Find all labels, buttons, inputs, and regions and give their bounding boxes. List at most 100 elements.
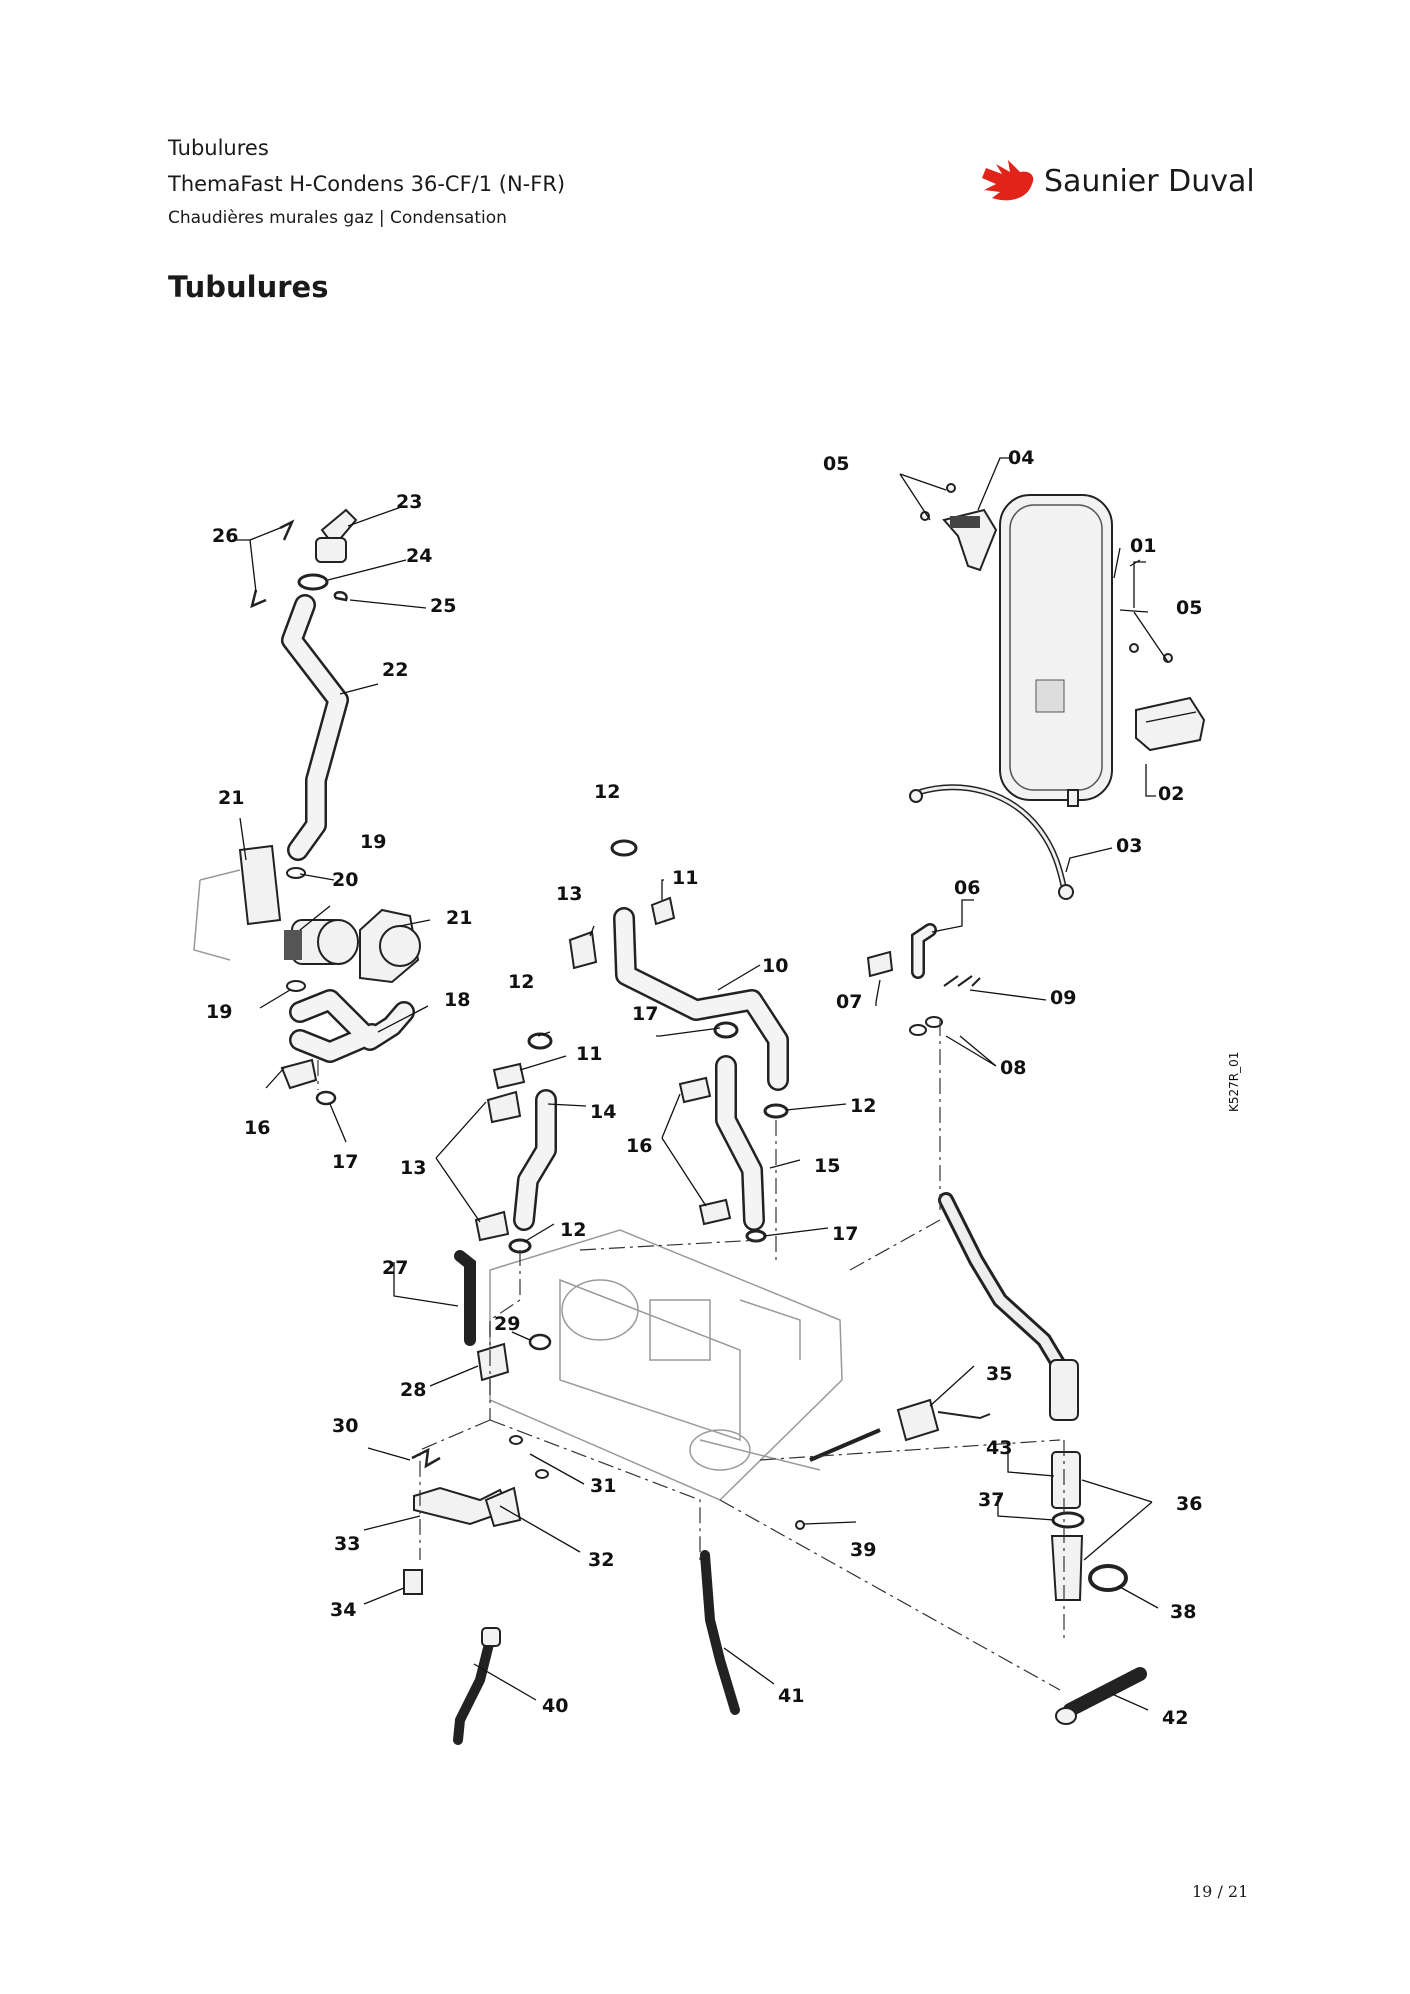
label-01: 01	[1130, 535, 1156, 557]
label-09: 09	[1050, 987, 1076, 1009]
label-17-left: 17	[332, 1151, 358, 1173]
label-12-right: 12	[850, 1095, 876, 1117]
label-37: 37	[978, 1489, 1004, 1511]
o-ring-37	[1051, 1511, 1085, 1529]
o-ring-12-right	[763, 1103, 789, 1119]
label-41: 41	[778, 1685, 804, 1707]
pipe-14-part	[513, 1089, 557, 1231]
label-24: 24	[406, 545, 432, 567]
label-10: 10	[762, 955, 788, 977]
brand-name: Saunier Duval	[1044, 164, 1255, 199]
label-03: 03	[1116, 835, 1142, 857]
label-25: 25	[430, 595, 456, 617]
assembly-dash-lines	[317, 1020, 1065, 1691]
clip-13-mid	[486, 1090, 522, 1124]
clip-30	[411, 1447, 441, 1469]
collar-38	[1088, 1564, 1128, 1592]
label-12-bottom: 12	[560, 1219, 586, 1241]
diagram-reference: K527R_01	[1227, 1052, 1241, 1112]
drain-hose-42-part	[1063, 1667, 1147, 1717]
tube-27-part	[454, 1250, 476, 1346]
clip-16-top	[678, 1076, 712, 1104]
pump-valve-20-part	[284, 919, 359, 965]
label-21-left: 21	[218, 787, 244, 809]
label-20: 20	[332, 869, 358, 891]
label-16-left: 16	[244, 1117, 270, 1139]
o-ring-12-top	[610, 839, 638, 857]
label-23: 23	[396, 491, 422, 513]
clip-11-top	[650, 896, 676, 926]
expansion-vessel-part	[999, 494, 1113, 807]
label-19-left: 19	[206, 1001, 232, 1023]
label-11-mid: 11	[576, 1043, 602, 1065]
label-32: 32	[588, 1549, 614, 1571]
label-30: 30	[332, 1415, 358, 1437]
label-35: 35	[986, 1363, 1012, 1385]
module-35-part	[896, 1398, 940, 1442]
label-15: 15	[814, 1155, 840, 1177]
leader-lines	[232, 457, 1169, 1711]
page-number: 19 / 21	[1192, 1882, 1249, 1901]
condensate-hose-36-part	[938, 1192, 1079, 1421]
drain-hose-41-part	[700, 1550, 740, 1715]
siphon-base-part	[1050, 1535, 1084, 1601]
brand-logo: Saunier Duval	[980, 158, 1260, 208]
pipe-15-part	[715, 1055, 765, 1231]
label-18: 18	[444, 989, 470, 1011]
o-ring-17-left	[315, 1090, 337, 1106]
label-06: 06	[954, 877, 980, 899]
connector-23-part	[315, 508, 358, 563]
label-22: 22	[382, 659, 408, 681]
ring-29	[528, 1333, 552, 1351]
header-title: Tubulures	[168, 136, 269, 160]
drain-hose-40-part	[453, 1635, 495, 1745]
o-ring-17-bottom	[745, 1229, 767, 1243]
label-11-top: 11	[672, 867, 698, 889]
pipe-22-part	[281, 594, 349, 861]
clip-11-mid	[492, 1062, 526, 1090]
label-05-right: 05	[1176, 597, 1202, 619]
label-27: 27	[382, 1257, 408, 1279]
pump-motor-21-part	[359, 908, 421, 984]
part-labels: 01 02 03 04 05 05 06 07 08 09 10 11 11 1…	[206, 447, 1202, 1729]
label-17-mid: 17	[632, 1003, 658, 1025]
probe-35-part	[809, 1428, 881, 1462]
label-26: 26	[212, 525, 238, 547]
seal-31a	[509, 1435, 523, 1445]
o-ring-17-mid	[713, 1021, 739, 1039]
vessel-top-bracket-part	[942, 508, 998, 572]
o-ring-19-top	[286, 867, 306, 879]
label-39: 39	[850, 1539, 876, 1561]
label-14: 14	[590, 1101, 616, 1123]
clip-09	[943, 975, 981, 987]
screw-39-part	[795, 1520, 805, 1530]
o-ring-19-bottom	[286, 980, 306, 992]
header-model: ThemaFast H-Condens 36-CF/1 (N-FR)	[168, 172, 566, 196]
label-12-top: 12	[594, 781, 620, 803]
label-40: 40	[542, 1695, 568, 1717]
section-heading: Tubulures	[168, 270, 329, 304]
label-16-mid: 16	[626, 1135, 652, 1157]
label-36: 36	[1176, 1493, 1202, 1515]
seal-08b	[925, 1016, 943, 1028]
label-04: 04	[1008, 447, 1034, 469]
clip-26	[250, 519, 295, 609]
clip-13-bottom	[474, 1210, 510, 1242]
label-17-bottom: 17	[832, 1223, 858, 1245]
label-33: 33	[334, 1533, 360, 1555]
pipe-10-part	[613, 907, 789, 1091]
label-43: 43	[986, 1437, 1012, 1459]
label-21-right: 21	[446, 907, 472, 929]
label-38: 38	[1170, 1601, 1196, 1623]
bird-logo-icon	[982, 160, 1034, 201]
sensor-28-part	[476, 1342, 510, 1382]
clip-07	[866, 950, 894, 978]
label-02: 02	[1158, 783, 1184, 805]
label-12-mid: 12	[508, 971, 534, 993]
clip-16-bottom	[698, 1198, 732, 1226]
o-ring-12-mid	[527, 1032, 553, 1050]
label-31: 31	[590, 1475, 616, 1497]
label-34: 34	[330, 1599, 356, 1621]
module-35-cable	[937, 1411, 991, 1420]
